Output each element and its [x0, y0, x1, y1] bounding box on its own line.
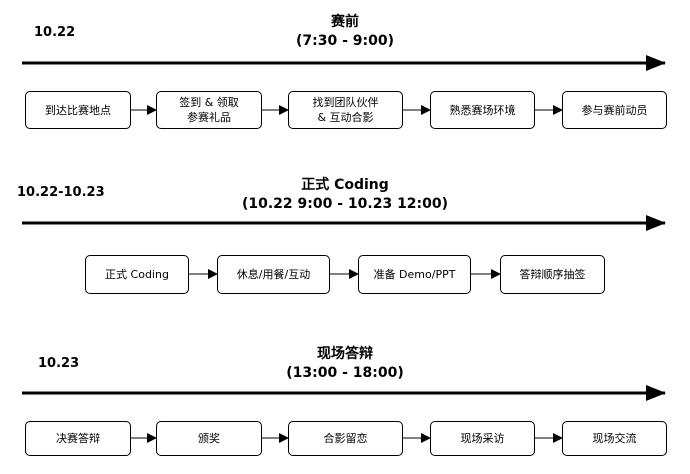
section-3-title: 现场答辩	[317, 346, 373, 362]
step-box: 到达比赛地点	[25, 91, 131, 129]
section-2-heading: 正式 Coding (10.22 9:00 - 10.23 12:00)	[220, 176, 470, 214]
section-2-date: 10.22-10.23	[17, 185, 105, 200]
step-box: 参与赛前动员	[562, 91, 667, 129]
step-box: 颁奖	[156, 421, 262, 456]
step-box: 正式 Coding	[85, 255, 189, 294]
step-box: 熟悉赛场环境	[430, 91, 535, 129]
step-box: 签到 & 领取 参赛礼品	[156, 91, 262, 129]
section-1-date: 10.22	[34, 25, 76, 40]
step-box: 现场采访	[430, 421, 535, 456]
step-box: 合影留恋	[288, 421, 403, 456]
section-1-time: (7:30 - 9:00)	[296, 33, 394, 49]
section-3-date: 10.23	[38, 356, 80, 371]
step-box: 找到团队伙伴 & 互动合影	[288, 91, 403, 129]
section-3-heading: 现场答辩 (13:00 - 18:00)	[250, 345, 440, 383]
step-box: 答辩顺序抽签	[500, 255, 605, 294]
step-box: 准备 Demo/PPT	[358, 255, 471, 294]
step-box: 现场交流	[562, 421, 667, 456]
section-2-title: 正式 Coding	[301, 177, 389, 193]
section-1-heading: 赛前 (7:30 - 9:00)	[250, 13, 440, 51]
section-1-title: 赛前	[331, 14, 359, 30]
step-box: 休息/用餐/互动	[217, 255, 330, 294]
section-2-time: (10.22 9:00 - 10.23 12:00)	[241, 196, 449, 212]
section-3-time: (13:00 - 18:00)	[286, 365, 404, 381]
step-box: 决赛答辩	[25, 421, 131, 456]
